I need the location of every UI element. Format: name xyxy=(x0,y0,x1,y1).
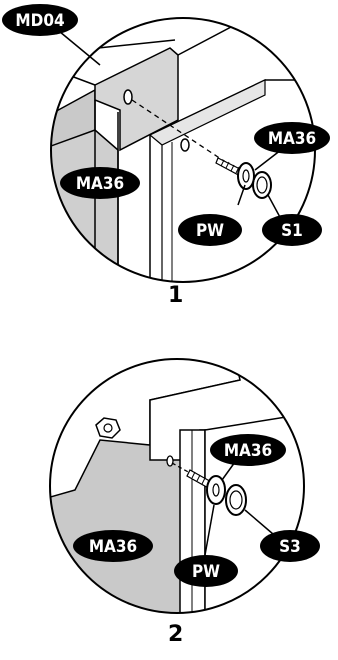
bracket-md04 xyxy=(94,47,179,152)
panel-hole xyxy=(180,138,190,152)
step-1-detail: MD04 MA36 MA36 PW S1 xyxy=(2,4,330,283)
svg-text:MA36: MA36 xyxy=(268,129,316,149)
washer-pw xyxy=(206,475,226,505)
tag-pw: PW xyxy=(178,214,242,246)
tag-s3: S3 xyxy=(260,530,320,562)
tag-md04: MD04 xyxy=(2,4,78,36)
detail-circle-2 xyxy=(49,358,305,614)
tag-ma36-right: MA36 xyxy=(210,434,286,466)
step-number-1: 1 xyxy=(168,283,184,308)
tag-ma36-right: MA36 xyxy=(254,122,330,154)
svg-text:MA36: MA36 xyxy=(224,441,272,461)
tag-ma36-left: MA36 xyxy=(60,167,140,199)
tag-ma36-left: MA36 xyxy=(73,530,153,562)
svg-text:S1: S1 xyxy=(281,221,303,241)
svg-text:PW: PW xyxy=(196,221,224,241)
screw-s1 xyxy=(215,157,272,199)
svg-text:MD04: MD04 xyxy=(15,11,64,31)
bracket-hole xyxy=(123,89,133,105)
tag-pw: PW xyxy=(174,555,238,587)
svg-text:MA36: MA36 xyxy=(89,537,137,557)
tag-s1: S1 xyxy=(262,214,322,246)
nut xyxy=(95,417,121,439)
step-2-detail: MA36 MA36 PW S3 xyxy=(49,358,320,614)
panel-hole xyxy=(166,455,174,467)
svg-text:MA36: MA36 xyxy=(76,174,124,194)
svg-text:PW: PW xyxy=(192,562,220,582)
step-number-2: 2 xyxy=(168,622,184,647)
alignment-line xyxy=(131,99,231,166)
washer-pw xyxy=(237,162,255,190)
svg-text:S3: S3 xyxy=(279,537,301,557)
